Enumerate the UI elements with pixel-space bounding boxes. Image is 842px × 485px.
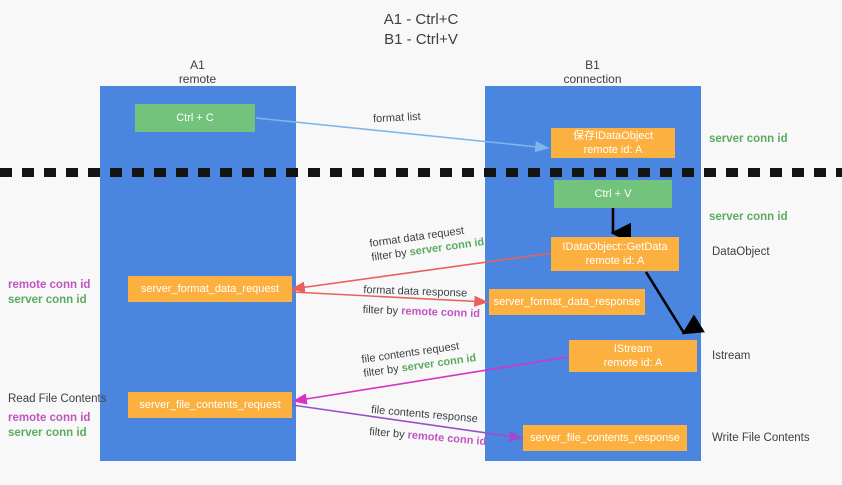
box-server-file-contents-response-label: server_file_contents_response [530, 432, 680, 444]
title-line-2: B1 - Ctrl+V [384, 31, 458, 48]
filter-by-text-2: filter by [362, 303, 402, 318]
column-a1-subtitle: remote [178, 72, 217, 86]
box-ctrl-v-label: Ctrl + V [594, 188, 632, 200]
column-a1-name: A1 [190, 58, 205, 72]
filter-by-text-4: filter by [368, 425, 409, 442]
label-format-data-response: format data response [363, 283, 468, 300]
left-label-server-conn-id-2: server conn id [8, 427, 87, 439]
right-label-write-file-contents: Write File Contents [712, 432, 810, 444]
left-label-group-conn-ids-2: remote conn id server conn id [8, 411, 90, 441]
box-save-idataobject[interactable]: 保存IDataObject remote id: A [551, 128, 675, 158]
box-save-idataobject-line1: 保存IDataObject [572, 130, 654, 142]
remote-conn-id-text-1: remote conn id [400, 305, 481, 321]
arrow-file-contents-response [291, 404, 524, 442]
diagram-title: A1 - Ctrl+C B1 - Ctrl+V [0, 10, 842, 50]
right-label-dataobject: DataObject [712, 246, 770, 258]
box-ctrl-c-label: Ctrl + C [176, 112, 214, 124]
column-b1-name: B1 [585, 58, 600, 72]
box-server-file-contents-request-label: server_file_contents_request [139, 399, 281, 411]
left-label-read-file-contents: Read File Contents [8, 393, 107, 405]
column-b1-subtitle: connection [563, 72, 622, 86]
left-label-server-conn-id-1: server conn id [8, 294, 87, 306]
box-save-idataobject-line2: remote id: A [583, 144, 643, 156]
box-server-format-data-response[interactable]: server_format_data_response [489, 289, 645, 315]
box-server-format-data-request[interactable]: server_format_data_request [128, 276, 292, 302]
right-label-istream: Istream [712, 350, 751, 362]
arrow-format-data-response [291, 291, 489, 307]
left-label-remote-conn-id-2: remote conn id [8, 412, 91, 424]
arrow-format-data-request [290, 252, 553, 293]
arrow-format-list [255, 117, 550, 153]
box-istream[interactable]: IStream remote id: A [569, 340, 697, 372]
right-label-server-conn-id-mid: server conn id [709, 211, 788, 223]
phase-separator-dashed-line [0, 168, 842, 177]
box-idataobject-getdata-line2: remote id: A [585, 255, 645, 267]
column-header-a1: A1 remote [100, 58, 295, 86]
title-line-1: A1 - Ctrl+C [383, 11, 459, 28]
box-ctrl-v[interactable]: Ctrl + V [554, 180, 672, 208]
label-group-format-data-response: format data response filter by remote co… [362, 283, 480, 321]
left-label-group-conn-ids-1: remote conn id server conn id [8, 278, 90, 308]
box-idataobject-getdata-line1: IDataObject::GetData [562, 241, 668, 253]
box-idataobject-getdata[interactable]: IDataObject::GetData remote id: A [551, 237, 679, 271]
left-label-remote-conn-id-1: remote conn id [8, 279, 91, 291]
label-format-list: format list [372, 110, 421, 126]
box-server-file-contents-request[interactable]: server_file_contents_request [128, 392, 292, 418]
arrow-getdata-to-istream [644, 271, 705, 335]
box-server-format-data-response-label: server_format_data_response [493, 296, 641, 308]
box-ctrl-c[interactable]: Ctrl + C [135, 104, 255, 132]
arrow-file-contents-request [292, 356, 569, 405]
right-label-server-conn-id-top: server conn id [709, 133, 788, 145]
box-istream-line1: IStream [613, 343, 653, 355]
box-server-format-data-request-label: server_format_data_request [140, 283, 280, 295]
box-server-file-contents-response[interactable]: server_file_contents_response [523, 425, 687, 451]
column-header-b1: B1 connection [485, 58, 700, 86]
box-istream-line2: remote id: A [603, 357, 663, 369]
